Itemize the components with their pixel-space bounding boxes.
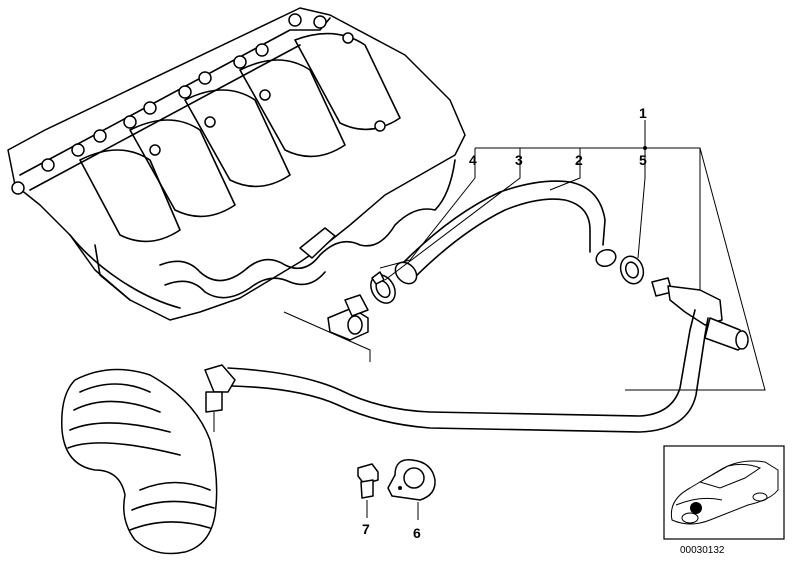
callout-6: 6 <box>413 525 421 541</box>
car-icon <box>670 460 779 525</box>
pressure-valve <box>651 277 749 351</box>
hose-clip <box>387 459 436 520</box>
car-inset <box>663 445 785 540</box>
callout-7: 7 <box>362 521 370 537</box>
small-clamp <box>619 255 645 285</box>
breather-hose <box>394 180 617 285</box>
vent-hose-long <box>227 309 709 433</box>
intake-manifold <box>7 7 466 321</box>
callout-4: 4 <box>469 152 477 168</box>
leader-lines <box>379 120 766 391</box>
callout-3: 3 <box>515 152 523 168</box>
manifold-bracket-line <box>283 311 371 362</box>
bolt-holes <box>11 13 386 195</box>
elbow-connector <box>327 294 369 341</box>
callout-1: 1 <box>639 105 647 121</box>
hose-clamp <box>370 271 396 304</box>
callout-2: 2 <box>575 152 583 168</box>
callout-5: 5 <box>639 152 647 168</box>
intake-boot <box>61 364 236 555</box>
screw <box>357 463 379 518</box>
inset-code: 00030132 <box>680 545 725 556</box>
